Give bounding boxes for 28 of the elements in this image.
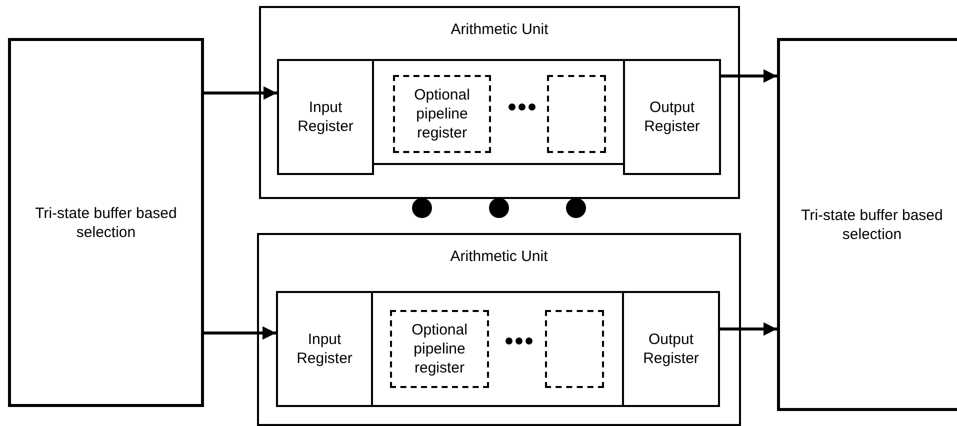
node-label: Output Register <box>642 330 700 368</box>
register-box <box>276 291 373 407</box>
pipeline-area <box>372 59 625 165</box>
register-box <box>623 59 721 175</box>
node-label: Arithmetic Unit <box>450 20 550 39</box>
empty-register-box <box>545 310 604 388</box>
unit-box <box>259 6 740 199</box>
arrow <box>204 326 276 340</box>
register-box <box>277 59 374 175</box>
node-label: Input Register <box>296 330 354 368</box>
node-label: Arithmetic Unit <box>449 247 549 266</box>
node-label: Output Register <box>643 98 701 136</box>
node-label: Tri-state buffer based selection <box>34 204 178 242</box>
arrow <box>721 69 777 83</box>
node-label: Optional pipeline register <box>410 320 468 378</box>
node-label: Input Register <box>296 98 354 136</box>
arrow <box>720 322 777 336</box>
node-label: Tri-state buffer based selection <box>800 206 944 244</box>
pipeline-register-box <box>390 310 489 388</box>
pipeline-area <box>371 291 624 407</box>
node-label: Optional pipeline register <box>413 86 471 142</box>
arrow <box>204 86 277 100</box>
selection-box <box>8 38 204 407</box>
selection-box <box>777 38 957 411</box>
register-box <box>622 291 720 407</box>
unit-box <box>257 233 741 426</box>
empty-register-box <box>547 75 606 153</box>
pipeline-register-box <box>393 75 491 153</box>
